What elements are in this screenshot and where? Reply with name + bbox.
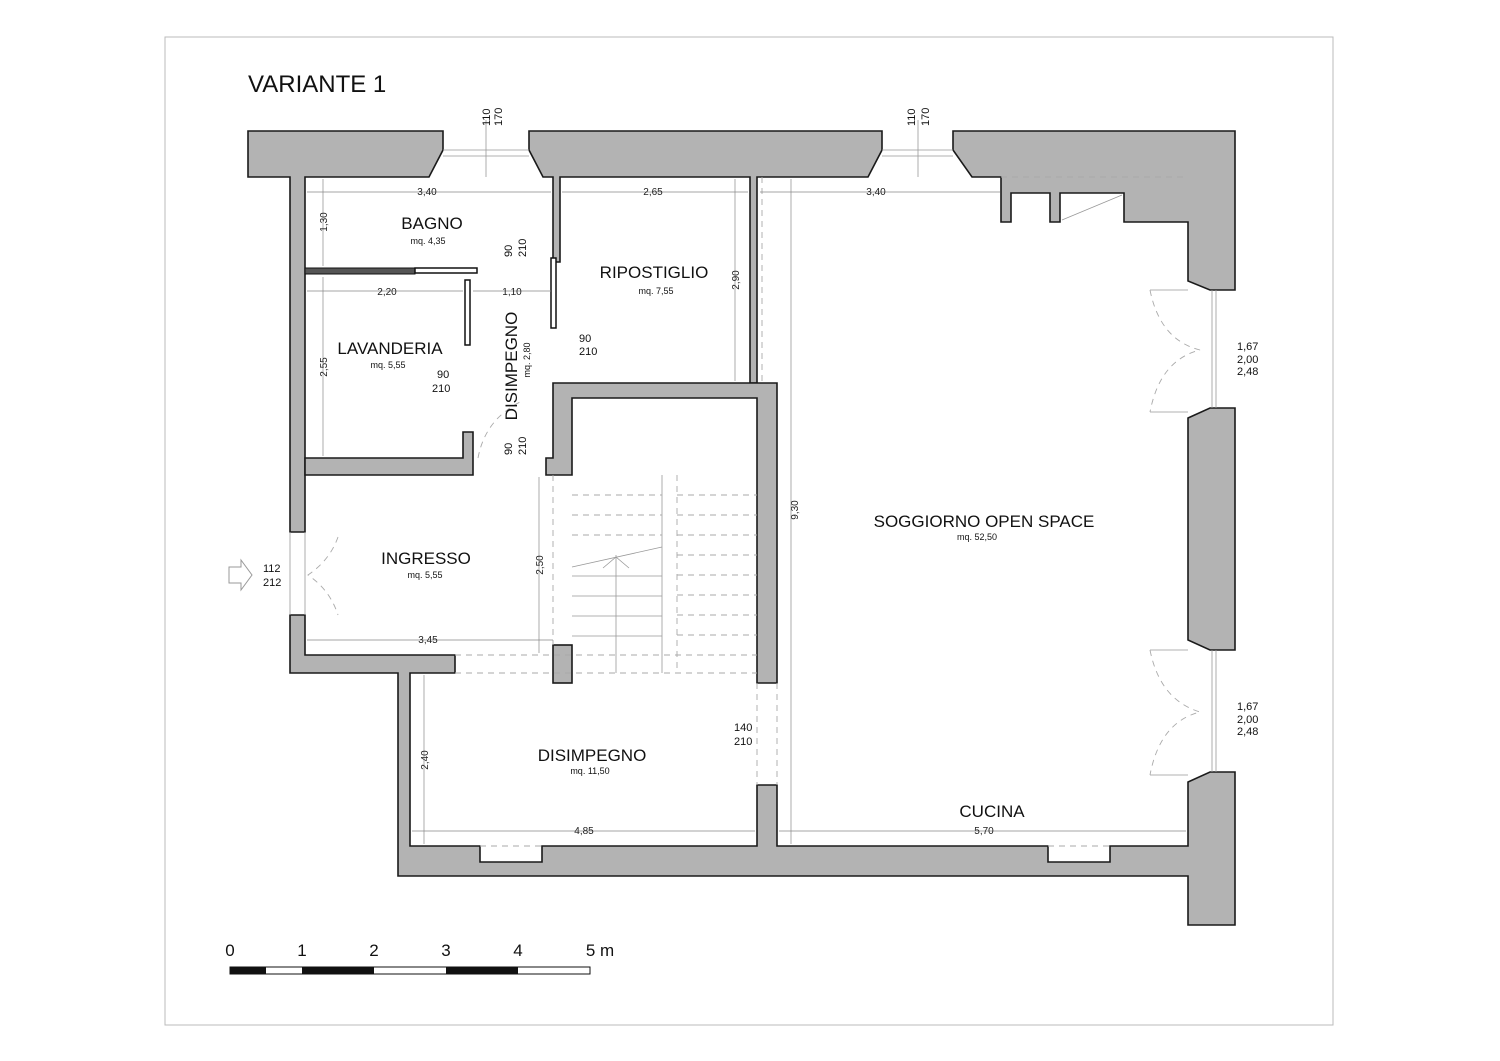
wall-top-right: [952, 130, 1236, 291]
room-lavanderia: LAVANDERIA: [337, 339, 443, 358]
dim-text: 2,20: [377, 287, 397, 298]
dim-text: 2,55: [319, 357, 330, 377]
dimension-lines: [307, 179, 1186, 844]
scale-label: 0: [225, 941, 234, 960]
room-labels: BAGNO mq. 4,35 RIPOSTIGLIO mq. 7,55 LAVA…: [337, 214, 1094, 821]
window-width: 110: [906, 108, 918, 126]
area-disimpegno: mq. 11,50: [570, 766, 609, 776]
door-width: 90: [503, 245, 515, 257]
wall-top-left: [247, 130, 444, 533]
door-height: 210: [517, 437, 529, 455]
door-width: 90: [579, 333, 591, 345]
door-height: 212: [263, 577, 281, 589]
dim-text: 2,50: [535, 555, 546, 575]
room-disimpegno: DISIMPEGNO: [538, 746, 647, 765]
dim-text: 2,65: [643, 187, 663, 198]
dim-text: 2,90: [731, 270, 742, 290]
scale-bar: 0 1 2 3 4 5 m: [225, 941, 614, 975]
area-bagno: mq. 4,35: [410, 236, 445, 246]
window-height: 170: [493, 108, 505, 126]
wall-lavanderia: [304, 431, 474, 476]
openings-lines: [289, 120, 1217, 847]
dim-text: 5,70: [974, 826, 994, 837]
room-cucina: CUCINA: [959, 802, 1025, 821]
door-lavanderia-leaf[interactable]: [464, 279, 471, 346]
dim-text: 1,10: [502, 287, 522, 298]
scale-label: 5 m: [586, 941, 614, 960]
dimension-texts: 3,40 2,65 3,40 1,30 2,20 1,10 2,55 2,90 …: [319, 187, 994, 837]
wall-stairwell: [545, 382, 778, 684]
window-width: 1,67: [1237, 341, 1258, 353]
scale-label: 1: [297, 941, 306, 960]
door-height: 210: [734, 736, 752, 748]
wall-top-middle: [528, 130, 883, 384]
room-soggiorno: SOGGIORNO OPEN SPACE: [874, 512, 1095, 531]
wall-right-middle: [1187, 407, 1236, 651]
plan-title: VARIANTE 1: [248, 71, 386, 98]
sheet-border: [164, 36, 1334, 1026]
door-width: 90: [437, 369, 449, 381]
scale-label: 3: [441, 941, 450, 960]
dim-text: 3,40: [417, 187, 437, 198]
area-lavanderia: mq. 5,55: [370, 360, 405, 370]
dim-text: 9,30: [790, 500, 801, 520]
area-disimpegno-small: mq. 2,80: [522, 342, 532, 377]
window-total-height: 2,48: [1237, 726, 1258, 738]
window-width: 110: [481, 108, 493, 126]
door-ripostiglio-leaf[interactable]: [550, 257, 557, 329]
window-height: 170: [920, 108, 932, 126]
window-height: 2,00: [1237, 354, 1258, 366]
door-height: 210: [579, 346, 597, 358]
dim-text: 3,40: [866, 187, 886, 198]
dim-text: 3,45: [418, 635, 438, 646]
scale-label: 2: [369, 941, 378, 960]
room-ingresso: INGRESSO: [381, 549, 471, 568]
dim-text: 4,85: [574, 826, 594, 837]
area-soggiorno: mq. 52,50: [957, 532, 997, 542]
dim-text: 1,30: [319, 212, 330, 232]
room-disimpegno-small: DISIMPEGNO: [502, 312, 521, 421]
partition-bagno: [304, 267, 416, 275]
window-width: 1,67: [1237, 701, 1258, 713]
area-ripostiglio: mq. 7,55: [638, 286, 673, 296]
door-height: 210: [517, 239, 529, 257]
staircase: [552, 475, 757, 673]
window-total-height: 2,48: [1237, 366, 1258, 378]
room-bagno: BAGNO: [401, 214, 462, 233]
walls: [247, 130, 1236, 926]
scale-label: 4: [513, 941, 522, 960]
door-width: 112: [263, 563, 281, 575]
wall-bottom: [289, 614, 1236, 926]
door-bagno-leaf[interactable]: [414, 267, 478, 274]
door-height: 210: [432, 383, 450, 395]
entrance-arrow-icon: [228, 558, 253, 592]
dim-text: 2,40: [420, 750, 431, 770]
door-width: 140: [734, 722, 752, 734]
door-width: 90: [503, 443, 515, 455]
room-ripostiglio: RIPOSTIGLIO: [600, 263, 709, 282]
opening-labels: 110 170 110 170 90 210 90 210 90 210 90 …: [263, 108, 1258, 748]
stair-column: [552, 644, 573, 684]
area-ingresso: mq. 5,55: [407, 570, 442, 580]
window-height: 2,00: [1237, 714, 1258, 726]
